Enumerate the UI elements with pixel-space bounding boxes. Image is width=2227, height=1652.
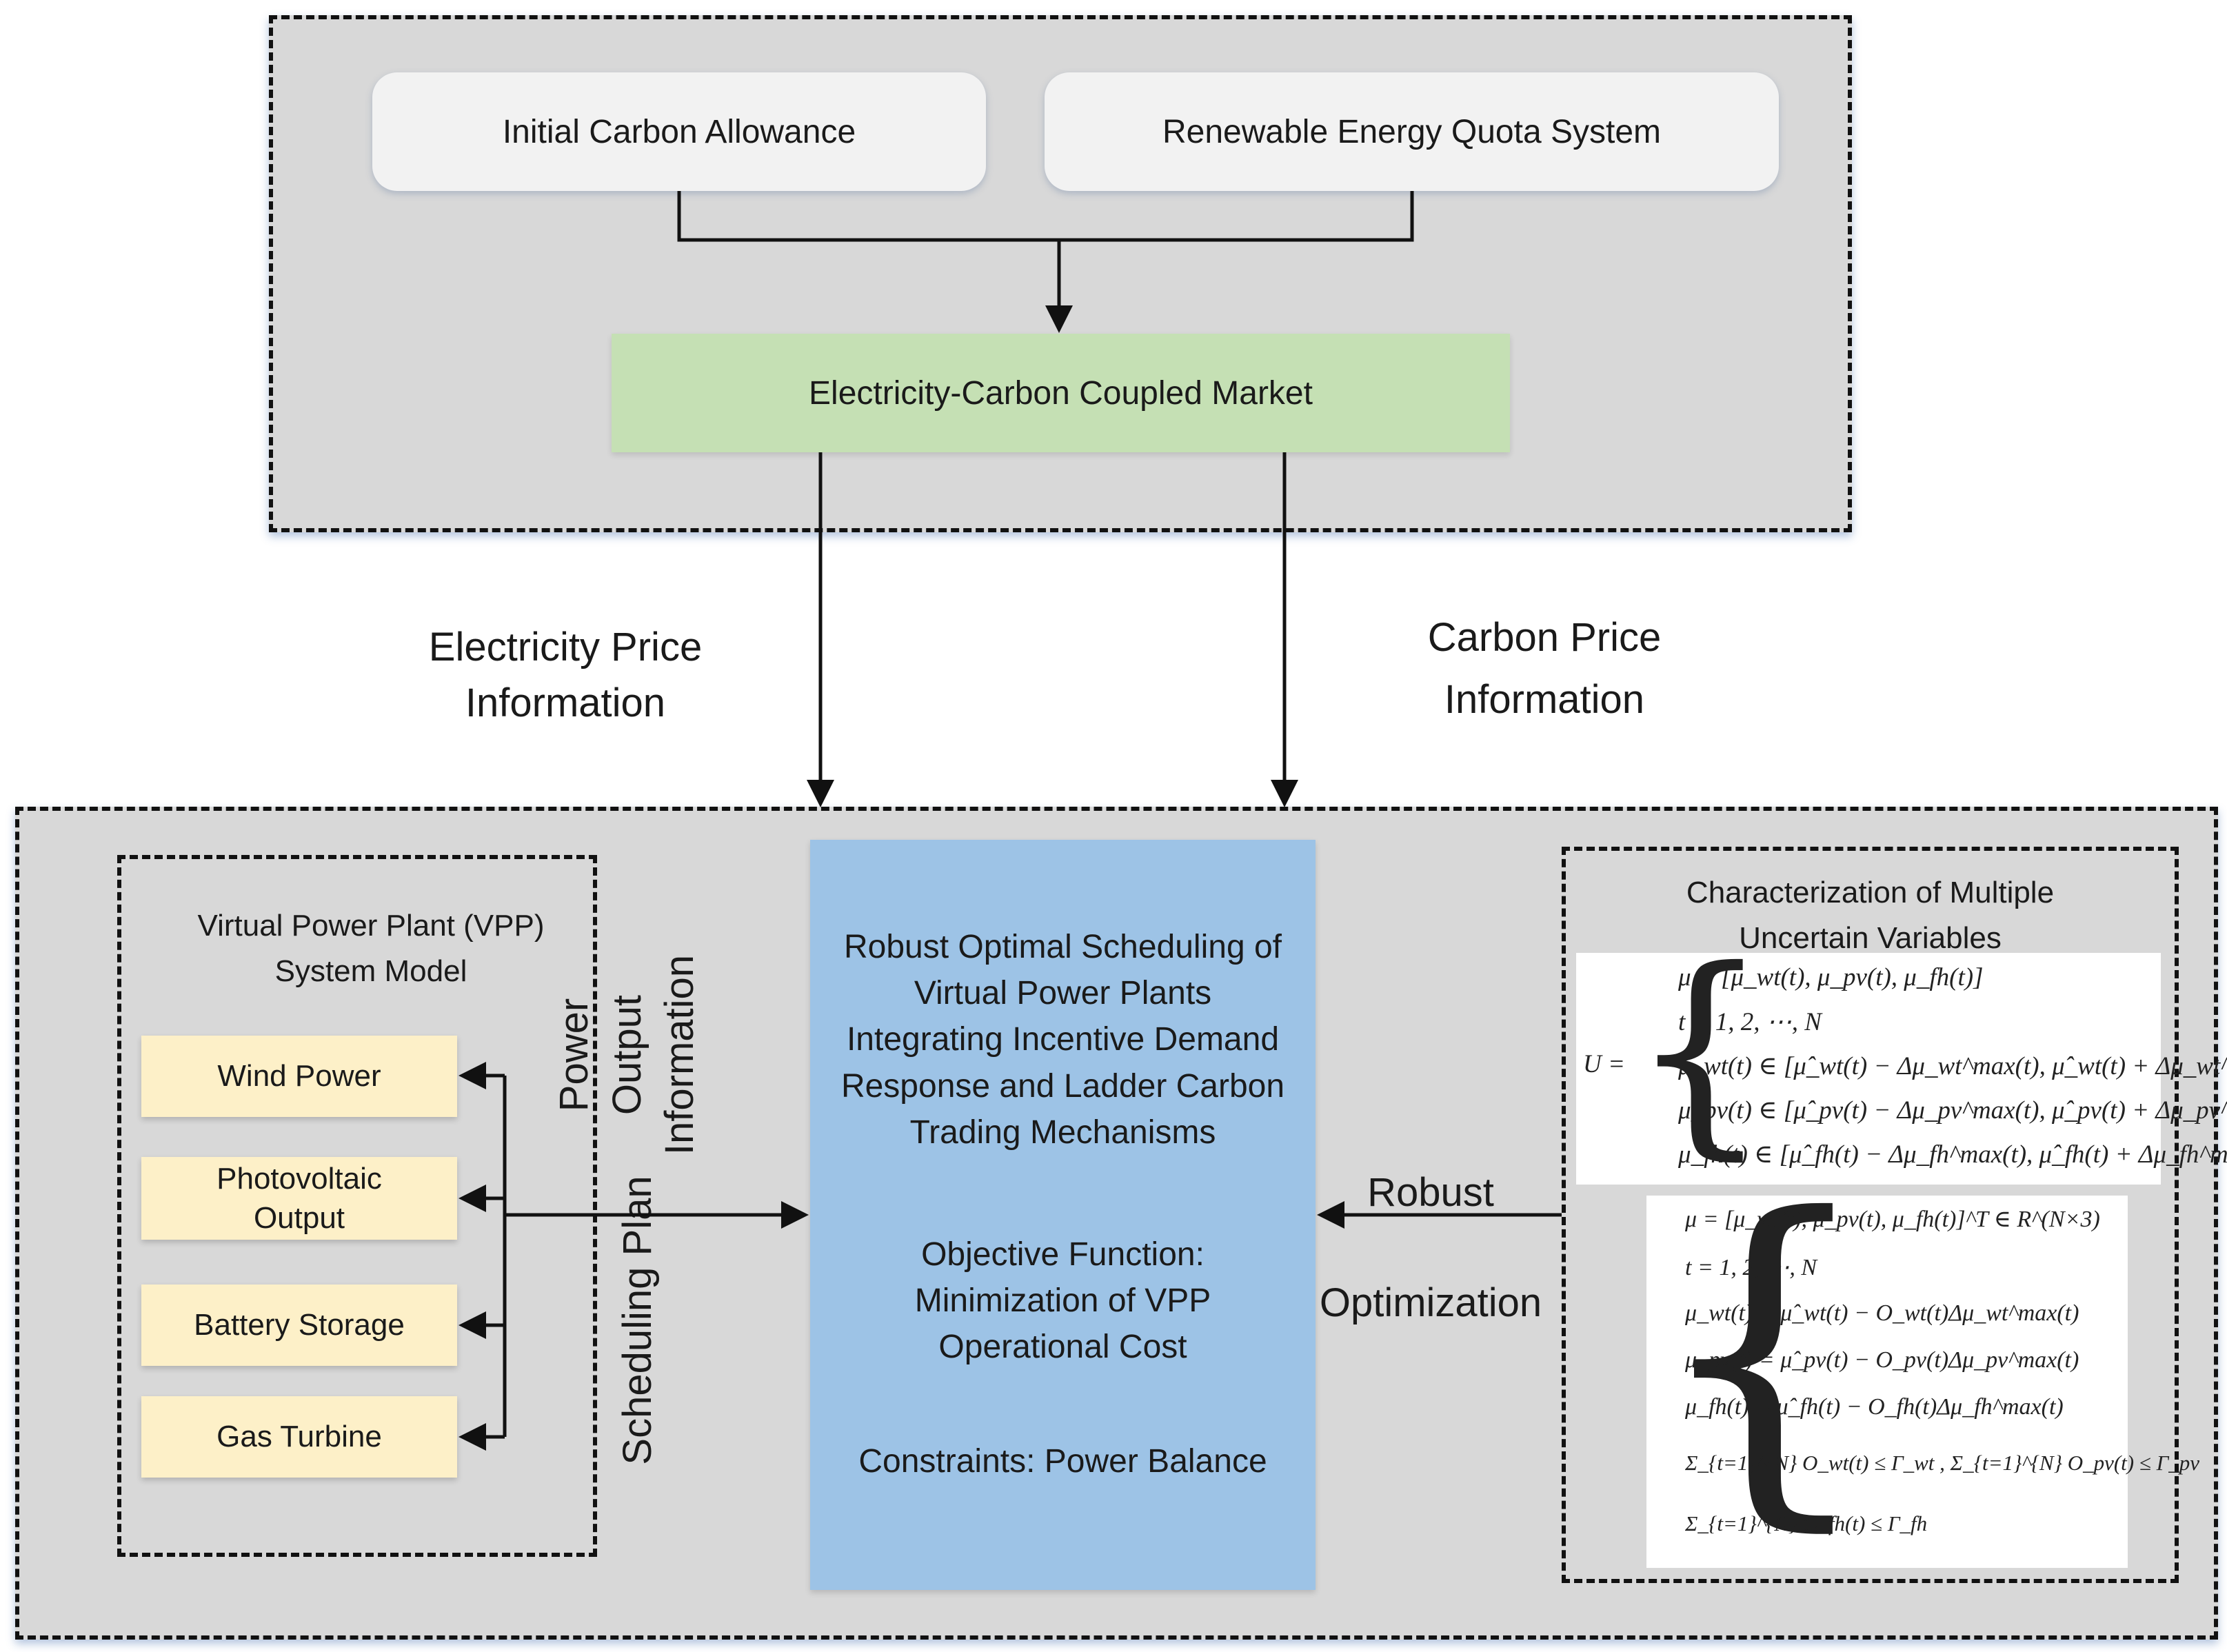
renewable-quota-label: Renewable Energy Quota System — [1162, 113, 1662, 150]
electricity-price-line-1: Electricity Price — [428, 625, 703, 669]
model-title-line-4: Response and Ladder Carbon — [840, 1067, 1285, 1105]
robust-optimization-line-2: Optimization — [1319, 1280, 1542, 1326]
model-title-line-1: Robust Optimal Scheduling of — [843, 929, 1282, 965]
model-title: Robust Optimal Scheduling of Virtual Pow… — [810, 924, 1316, 1156]
model-title-line-3: Integrating Incentive Demand — [846, 1021, 1280, 1058]
set2-line-6: Σ_{t=1}^{N} O_wt(t) ≤ Γ_wt , Σ_{t=1}^{N}… — [1685, 1451, 2200, 1475]
set1-line-1: μ = [μ_wt(t), μ_pv(t), μ_fh(t)] — [1678, 963, 1984, 991]
gas-turbine-box: Gas Turbine — [141, 1396, 457, 1478]
photovoltaic-label-line-1: Photovoltaic — [216, 1161, 382, 1196]
set1-line-3: μ_wt(t) ∈ [μ̂_wt(t) − Δμ_wt^max(t), μ̂_w… — [1678, 1052, 2227, 1080]
coupled-market-box: Electricity-Carbon Coupled Market — [612, 334, 1510, 452]
wind-power-label: Wind Power — [217, 1059, 381, 1094]
budget-uncertainty-equations: { μ = [μ_wt(t), μ_pv(t), μ_fh(t)]^T ∈ R^… — [1646, 1172, 2199, 1568]
battery-storage-box: Battery Storage — [141, 1285, 457, 1366]
quota-to-market-connector — [1059, 191, 1414, 242]
uncertainty-set-lhs: U = — [1583, 1050, 1625, 1078]
initial-carbon-allowance-label: Initial Carbon Allowance — [502, 113, 856, 150]
objective-function: Objective Function: Minimization of VPP … — [810, 1231, 1316, 1371]
constraints-label: Constraints: Power Balance — [858, 1443, 1267, 1480]
constraints: Constraints: Power Balance — [810, 1438, 1316, 1484]
robust-optimization-label: Robust Optimization — [1303, 1138, 1558, 1358]
photovoltaic-label-line-2: Output — [253, 1201, 345, 1235]
vpp-model-title: Virtual Power Plant (VPP) System Model — [117, 903, 625, 994]
brace-2: { — [1649, 1142, 1877, 1560]
set2-line-3: μ_wt(t) = μ̂_wt(t) − O_wt(t)Δμ_wt^max(t) — [1685, 1300, 2079, 1326]
vpp-model-group — [117, 855, 597, 1557]
coupled-market-label: Electricity-Carbon Coupled Market — [809, 374, 1313, 412]
objective-line-1: Objective Function: — [921, 1236, 1205, 1273]
allowance-to-market-connector — [677, 191, 1059, 242]
electricity-price-label: Electricity Price Information — [359, 619, 772, 731]
photovoltaic-output-box: Photovoltaic Output — [141, 1157, 457, 1240]
uncertainty-set-equations: U = { μ = [μ_wt(t), μ_pv(t), μ_fh(t)] t … — [1576, 940, 2227, 1185]
set1-line-5: μ_fh(t) ∈ [μ̂_fh(t) − Δμ_fh^max(t), μ̂_f… — [1678, 1140, 2227, 1169]
robust-scheduling-model-box: Robust Optimal Scheduling of Virtual Pow… — [810, 840, 1316, 1590]
vpp-model-title-line-2: System Model — [274, 954, 467, 988]
uncertainty-title-line-2: Uncertain Variables — [1739, 921, 2002, 955]
brace-1: { — [1630, 923, 1771, 1179]
model-title-line-2: Virtual Power Plants — [914, 975, 1212, 1012]
carbon-price-line-2: Information — [1444, 676, 1645, 722]
objective-line-3: Operational Cost — [938, 1329, 1187, 1366]
robust-optimization-line-1: Robust — [1367, 1170, 1494, 1215]
battery-storage-label: Battery Storage — [194, 1308, 405, 1342]
vpp-model-title-line-1: Virtual Power Plant (VPP) — [197, 909, 545, 943]
set2-line-2: t = 1, 2, ⋯, N — [1685, 1255, 1817, 1280]
initial-carbon-allowance-box: Initial Carbon Allowance — [372, 72, 986, 191]
electricity-price-line-2: Information — [465, 681, 666, 726]
carbon-price-line-1: Carbon Price — [1427, 615, 1662, 660]
objective-line-2: Minimization of VPP — [914, 1282, 1211, 1320]
uncertainty-title-line-1: Characterization of Multiple — [1686, 876, 2055, 909]
set1-line-2: t = 1, 2, ⋯, N — [1678, 1008, 1822, 1036]
gas-turbine-label: Gas Turbine — [216, 1420, 382, 1454]
model-title-line-5: Trading Mechanisms — [909, 1114, 1216, 1151]
carbon-price-label: Carbon Price Information — [1344, 607, 1744, 731]
wind-power-box: Wind Power — [141, 1036, 457, 1117]
set2-line-4: μ_pv(t) = μ̂_pv(t) − O_pv(t)Δμ_pv^max(t) — [1685, 1347, 2079, 1373]
set2-line-7: Σ_{t=1}^{N} O_fh(t) ≤ Γ_fh — [1685, 1511, 1928, 1535]
renewable-quota-box: Renewable Energy Quota System — [1045, 72, 1779, 191]
uncertainty-title: Characterization of Multiple Uncertain V… — [1562, 870, 2179, 961]
uncertainty-group — [1562, 847, 2179, 1583]
set2-line-1: μ = [μ_wt(t), μ_pv(t), μ_fh(t)]^T ∈ R^(N… — [1685, 1207, 2100, 1232]
set2-line-5: μ_fh(t) = μ̂_fh(t) − O_fh(t)Δμ_fh^max(t) — [1685, 1394, 2064, 1420]
set1-line-4: μ_pv(t) ∈ [μ̂_pv(t) − Δμ_pv^max(t), μ̂_p… — [1678, 1096, 2227, 1125]
